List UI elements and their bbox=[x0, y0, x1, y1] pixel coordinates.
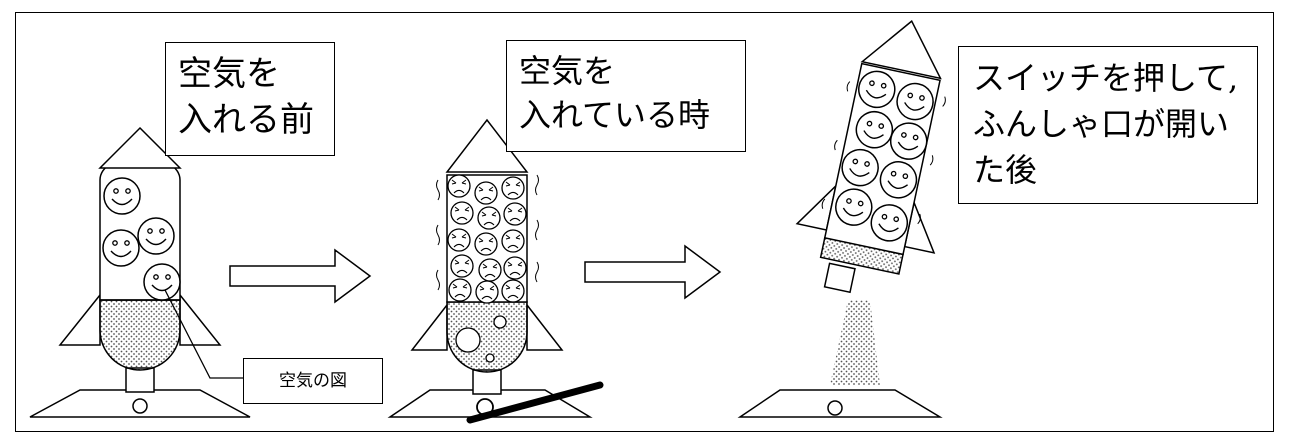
frowning-face-icon bbox=[477, 206, 501, 230]
frowning-face-icon bbox=[474, 181, 498, 205]
water-chamber bbox=[99, 299, 181, 371]
label-while-filling: 空気を 入れている時 bbox=[506, 40, 746, 152]
frowning-face-icon bbox=[450, 254, 474, 278]
nozzle bbox=[125, 367, 155, 393]
frowning-face-icon bbox=[501, 176, 525, 200]
fin-right bbox=[526, 302, 564, 351]
rocket-before bbox=[29, 126, 251, 418]
nose-cone bbox=[98, 126, 182, 169]
label-line: 空気を bbox=[519, 52, 616, 90]
frowning-face-icon bbox=[501, 229, 525, 253]
pump-handle-icon bbox=[466, 381, 604, 424]
label-line: 入れる前 bbox=[178, 100, 314, 140]
air-legend-label: 空気の図 bbox=[243, 358, 383, 404]
rocket-during bbox=[387, 118, 604, 424]
frowning-face-icon bbox=[447, 228, 471, 252]
water-chamber bbox=[446, 301, 528, 373]
label-line: ふんしゃ口が開い bbox=[973, 105, 1230, 143]
label-line: た後 bbox=[973, 151, 1038, 189]
rocket-after bbox=[737, 19, 946, 418]
legend-leader-line bbox=[164, 289, 243, 379]
frowning-face-icon bbox=[450, 201, 474, 225]
vibration-lines bbox=[821, 81, 946, 225]
label-line: スイッチを押して, bbox=[973, 59, 1239, 97]
nose-cone bbox=[860, 19, 942, 80]
nozzle bbox=[472, 369, 502, 395]
frowning-face-icon bbox=[503, 202, 527, 226]
vibration-lines bbox=[436, 174, 539, 291]
fin-right bbox=[179, 292, 222, 346]
right-arrow-icon bbox=[584, 244, 722, 300]
bubble bbox=[493, 315, 507, 329]
label-line: 空気を bbox=[178, 54, 280, 94]
nozzle bbox=[823, 262, 856, 294]
frowning-face-icon bbox=[448, 278, 472, 302]
smiling-face-icon bbox=[102, 229, 140, 267]
label-line: 入れている時 bbox=[519, 96, 711, 134]
label-before-filling: 空気を 入れる前 bbox=[165, 42, 335, 156]
diagram-frame bbox=[15, 12, 1274, 432]
pad-hole bbox=[132, 398, 148, 414]
frowning-face-icon bbox=[474, 232, 498, 256]
pad-hole bbox=[827, 400, 843, 416]
smiling-face-icon bbox=[137, 217, 175, 255]
smiling-face-icon bbox=[103, 177, 141, 215]
label-after-launch: スイッチを押して, ふんしゃ口が開い た後 bbox=[958, 46, 1258, 204]
fin-left bbox=[410, 302, 448, 351]
frowning-face-icon bbox=[447, 174, 471, 198]
frowning-face-icon bbox=[475, 280, 499, 304]
right-arrow-icon bbox=[229, 248, 372, 304]
bubble bbox=[455, 327, 481, 353]
fin-left bbox=[58, 292, 101, 346]
smiling-face-icon bbox=[143, 263, 181, 301]
frowning-face-icon bbox=[478, 258, 502, 282]
bubble bbox=[485, 353, 495, 363]
frowning-face-icon bbox=[503, 256, 527, 280]
water-spray bbox=[830, 300, 880, 385]
frowning-face-icon bbox=[501, 279, 525, 303]
